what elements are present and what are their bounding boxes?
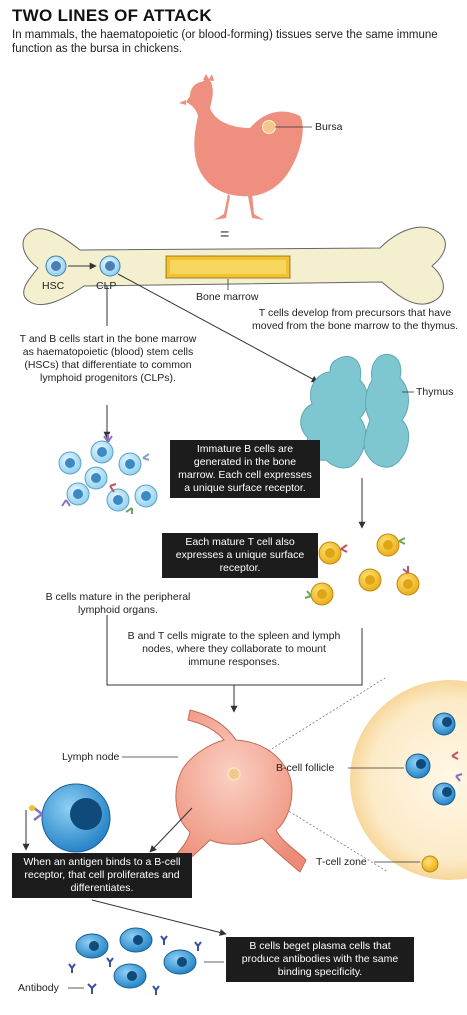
lymph-node-label: Lymph node xyxy=(62,751,120,763)
page-subtitle: In mammals, the haematopoietic (or blood… xyxy=(12,29,438,55)
thymus-label: Thymus xyxy=(416,386,454,398)
thymus-illustration xyxy=(300,354,410,469)
plasma-cell-group xyxy=(68,927,202,995)
page-title: TWO LINES OF ATTACK xyxy=(12,6,212,25)
t-cell-zone-label: T-cell zone xyxy=(316,856,367,868)
bursa-marker xyxy=(262,120,276,134)
b-cells-mature-text: B cells mature in the peripheral lymphoi… xyxy=(45,591,191,616)
activated-b-cell xyxy=(29,783,111,853)
equals-sign: = xyxy=(220,226,230,243)
follicle-zoom-circle xyxy=(350,680,467,880)
follicle-b-cells xyxy=(405,712,463,806)
t-cell-zone-cell xyxy=(421,855,439,873)
lymph-node-follicle-marker xyxy=(227,767,241,781)
to-plasma-arrow xyxy=(91,899,227,936)
immature-b-cell-group xyxy=(58,434,158,514)
hsc-label: HSC xyxy=(42,280,65,292)
clp-to-thymus-arrow xyxy=(117,273,319,383)
migration-text: B and T cells migrate to the spleen and … xyxy=(127,630,341,668)
antibody-label: Antibody xyxy=(18,982,59,994)
plasma-cell-box: B cells beget plasma cells that produce … xyxy=(226,937,414,982)
mature-t-cell-box: Each mature T cell also expresses a uniq… xyxy=(162,533,318,578)
node-to-bcell-arrow xyxy=(149,807,193,853)
bone-illustration xyxy=(22,226,446,306)
immature-b-cell-box: Immature B cells are generated in the bo… xyxy=(170,440,320,498)
antigen-binding-box: When an antigen binds to a B-cell recept… xyxy=(12,853,192,898)
chicken-illustration xyxy=(179,74,303,220)
bone-marrow-label: Bone marrow xyxy=(196,291,259,303)
t-cells-develop-text: T cells develop from precursors that hav… xyxy=(251,307,458,332)
bone-marrow-origin-text: T and B cells start in the bone marrow a… xyxy=(19,333,197,384)
bursa-label: Bursa xyxy=(315,121,343,133)
clp-label: CLP xyxy=(96,280,117,292)
lymph-node-illustration xyxy=(169,709,307,873)
antibody-icon xyxy=(87,983,97,994)
mature-t-cell-group xyxy=(304,533,420,606)
b-cell-follicle-label: B-cell follicle xyxy=(276,762,335,774)
